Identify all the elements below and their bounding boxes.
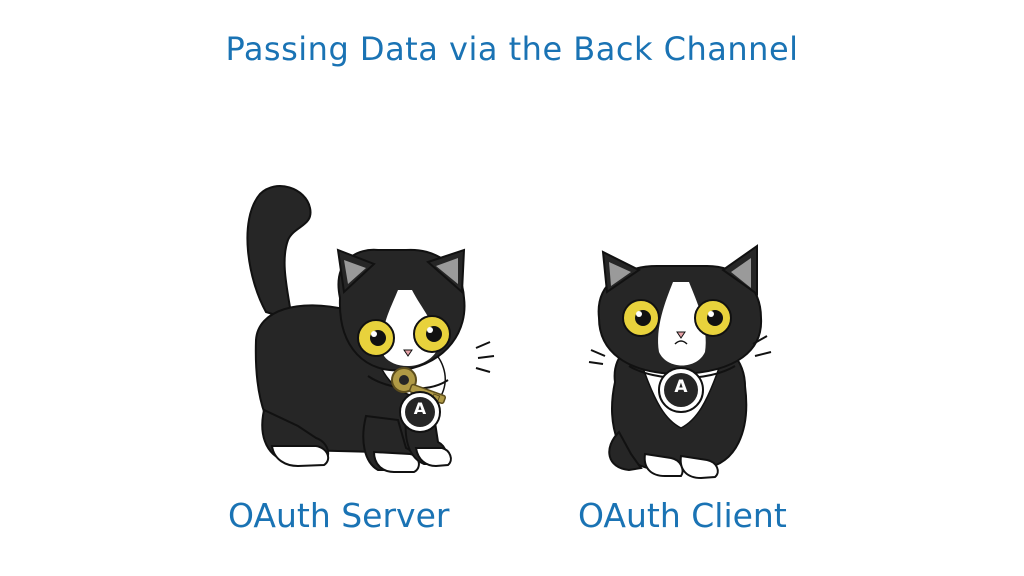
cat-with-badge-illustration: A	[585, 232, 775, 482]
cat-with-key-illustration: A	[228, 180, 518, 480]
slide-title: Passing Data via the Back Channel	[225, 30, 799, 68]
client-badge-letter: A	[674, 377, 688, 397]
client-label: OAuth Client	[578, 496, 787, 535]
badge-icon	[399, 391, 441, 433]
badge-icon	[658, 367, 704, 413]
server-label: OAuth Server	[228, 496, 450, 535]
server-badge-letter: A	[413, 399, 427, 418]
